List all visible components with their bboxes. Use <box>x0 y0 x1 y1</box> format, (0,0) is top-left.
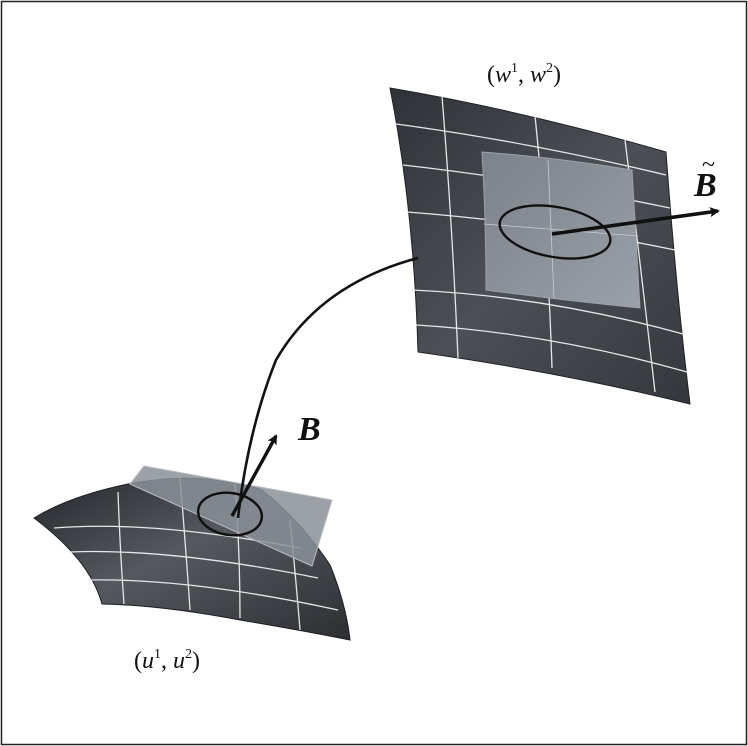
source-surface <box>33 434 351 641</box>
w-label-sup2: 2 <box>546 61 553 76</box>
vector-b-tilde-arrow <box>551 207 720 236</box>
mapping-curve <box>236 256 419 519</box>
u-label-u1: u <box>142 648 154 674</box>
u-label-open: ( <box>134 648 142 674</box>
w-label-sup1: 1 <box>511 61 518 76</box>
w-label-close: ) <box>553 62 561 88</box>
target-region-grid-line <box>483 223 639 237</box>
u-label-sup1: 1 <box>154 647 161 662</box>
w-coordinates-label: (w1, w2) <box>487 61 561 88</box>
u-label-u2: u <box>173 648 185 674</box>
vector-b-tilde-label: B <box>693 167 717 204</box>
w-label-comma: , <box>518 62 530 88</box>
vector-b-label: B <box>297 411 321 448</box>
svg-text:(u1, u2): (u1, u2) <box>134 647 200 674</box>
svg-text:(w1, w2): (w1, w2) <box>487 61 561 88</box>
tangent-plane <box>129 465 333 567</box>
w-label-w2: w <box>530 62 546 88</box>
source-ellipse <box>196 491 264 537</box>
u-label-sup2: 2 <box>185 647 192 662</box>
target-surface <box>389 87 720 405</box>
u-label-close: ) <box>192 648 200 674</box>
w-label-open: ( <box>487 62 495 88</box>
target-ellipse <box>498 204 612 260</box>
w-label-w1: w <box>495 62 511 88</box>
tilde-accent: ~ <box>702 152 715 178</box>
source-surface-grid <box>53 477 339 631</box>
u-coordinates-label: (u1, u2) <box>134 647 200 674</box>
u-label-comma: , <box>161 648 173 674</box>
